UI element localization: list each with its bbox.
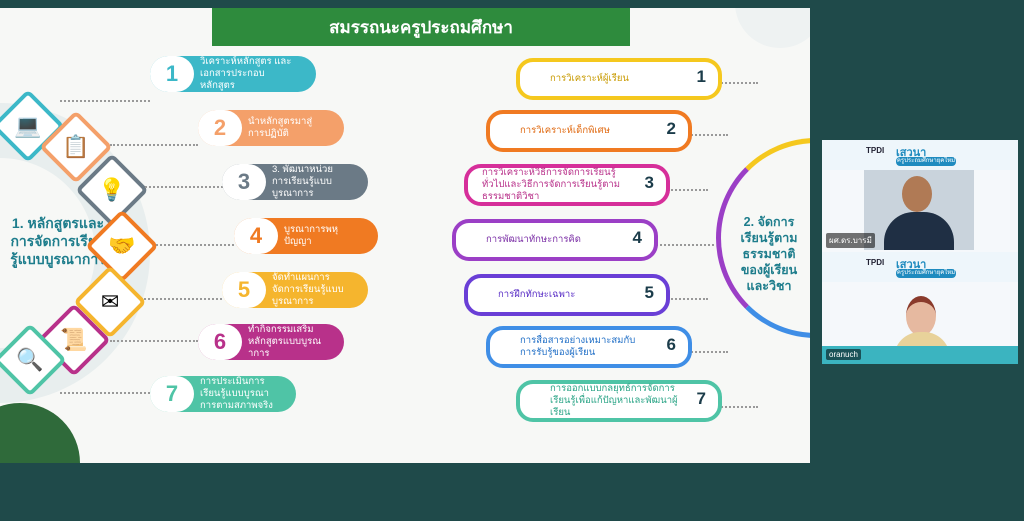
item-number: 5 (644, 283, 654, 302)
right-section-title: 2. จัดการเรียนรู้ตามธรรมชาติของผู้เรียนแ… (740, 215, 798, 293)
item-number: 7 (696, 389, 706, 408)
right-item-1: การวิเคราะห์ผู้เรียน 1 (516, 58, 722, 100)
participant-name: oranuch (826, 349, 861, 360)
person-head (902, 176, 932, 212)
decor-circle (0, 403, 80, 463)
right-item-3: การวิเคราะห์วิธีการจัดการเรียนรู้ทั่วไปแ… (464, 164, 670, 206)
item-number: 4 (632, 228, 642, 247)
tpdi-logo: TPDI (866, 258, 885, 267)
tpdi-logo: TPDI (866, 146, 885, 155)
item-number: 7 (150, 376, 194, 412)
brand-tag: ครูประถมศึกษายุคใหม่ (896, 269, 956, 278)
presentation-slide: สมรรถนะครูประถมศึกษา 1. หลักสูตรและการจั… (0, 8, 810, 463)
connector-line (60, 100, 150, 102)
participant-video (864, 170, 974, 250)
connector-line (688, 134, 728, 136)
right-item-7: การออกแบบกลยุทธ์การจัดการเรียนรู้เพื่อแก… (516, 380, 722, 422)
right-item-6: การสื่อสารอย่างเหมาะสมกับการรับรู้ของผู้… (486, 326, 692, 368)
item-text: นำหลักสูตรมาสู่การปฏิบัติ (248, 116, 313, 139)
person-body (884, 212, 954, 250)
item-text: การฝึกทักษะเฉพาะ (498, 289, 576, 300)
video-strip (822, 346, 1018, 364)
connector-line (156, 244, 234, 246)
connector-line (668, 298, 708, 300)
video-tile-participant[interactable]: TPDI เสวนา ครูประถมศึกษายุคใหม่ oranuch (822, 252, 1018, 364)
brand-text: เสวนา (896, 147, 927, 159)
participant-name: ผศ.ดร.บารมี (826, 233, 875, 248)
left-section-title: 1. หลักสูตรและการจัดการเรียนรู้แบบบูรณาก… (10, 215, 106, 267)
connector-line (110, 340, 198, 342)
right-item-2: การวิเคราะห์เด็กพิเศษ 2 (486, 110, 692, 152)
person-head (906, 296, 936, 336)
item-number: 1 (696, 67, 706, 86)
item-text: การสื่อสารอย่างเหมาะสมกับการรับรู้ของผู้… (520, 335, 636, 358)
item-number: 1 (150, 56, 194, 92)
decor-circle-2 (735, 8, 810, 48)
connector-line (718, 406, 758, 408)
item-text: จัดทำแผนการจัดการเรียนรู้แบบบูรณาการ (272, 272, 344, 307)
slide-title: สมรรถนะครูประถมศึกษา (212, 8, 630, 46)
connector-line (145, 186, 223, 188)
left-item-1: 1 วิเคราะห์หลักสูตร และเอกสารประกอบหลักส… (150, 56, 316, 92)
left-item-7: 7 การประเมินการเรียนรู้แบบบูรณาการตามสภา… (150, 376, 296, 412)
connector-line (656, 244, 714, 246)
item-text: ทำกิจกรรมเสริมหลักสูตรแบบบูรณาการ (248, 324, 322, 359)
connector-line (110, 144, 198, 146)
left-item-3: 3 3. พัฒนาหน่วยการเรียนรู้แบบบูรณาการ (222, 164, 368, 200)
item-text: การวิเคราะห์วิธีการจัดการเรียนรู้ทั่วไปแ… (482, 167, 620, 202)
video-tile-speaker[interactable]: TPDI เสวนา ครูประถมศึกษายุคใหม่ ผศ.ดร.บา… (822, 140, 1018, 252)
connector-line (718, 82, 758, 84)
right-item-4: การพัฒนาทักษะการคิด 4 (452, 219, 658, 261)
item-text: การวิเคราะห์ผู้เรียน (550, 73, 629, 84)
brand-text: เสวนา (896, 259, 927, 271)
connector-line (668, 189, 708, 191)
item-number: 6 (198, 324, 242, 360)
item-text: 3. พัฒนาหน่วยการเรียนรู้แบบบูรณาการ (272, 164, 333, 199)
item-text: การพัฒนาทักษะการคิด (486, 234, 581, 245)
item-number: 3 (222, 164, 266, 200)
connector-line (60, 392, 150, 394)
left-item-6: 6 ทำกิจกรรมเสริมหลักสูตรแบบบูรณาการ (198, 324, 344, 360)
item-number: 4 (234, 218, 278, 254)
item-number: 5 (222, 272, 266, 308)
item-number: 3 (644, 173, 654, 192)
item-text: การวิเคราะห์เด็กพิเศษ (520, 125, 610, 136)
item-number: 2 (198, 110, 242, 146)
item-number: 6 (666, 335, 676, 354)
left-item-4: 4 บูรณาการพหุปัญญา (234, 218, 378, 254)
item-text: การประเมินการเรียนรู้แบบบูรณาการตามสภาพจ… (200, 376, 273, 411)
connector-line (688, 351, 728, 353)
item-text: การออกแบบกลยุทธ์การจัดการเรียนรู้เพื่อแก… (550, 383, 678, 418)
right-item-5: การฝึกทักษะเฉพาะ 5 (464, 274, 670, 316)
left-item-5: 5 จัดทำแผนการจัดการเรียนรู้แบบบูรณาการ (222, 272, 368, 308)
left-item-2: 2 นำหลักสูตรมาสู่การปฏิบัติ (198, 110, 344, 146)
connector-line (144, 298, 222, 300)
item-number: 2 (666, 119, 676, 138)
item-text: บูรณาการพหุปัญญา (284, 224, 338, 247)
brand-tag: ครูประถมศึกษายุคใหม่ (896, 157, 956, 166)
item-text: วิเคราะห์หลักสูตร และเอกสารประกอบหลักสูต… (200, 56, 292, 91)
